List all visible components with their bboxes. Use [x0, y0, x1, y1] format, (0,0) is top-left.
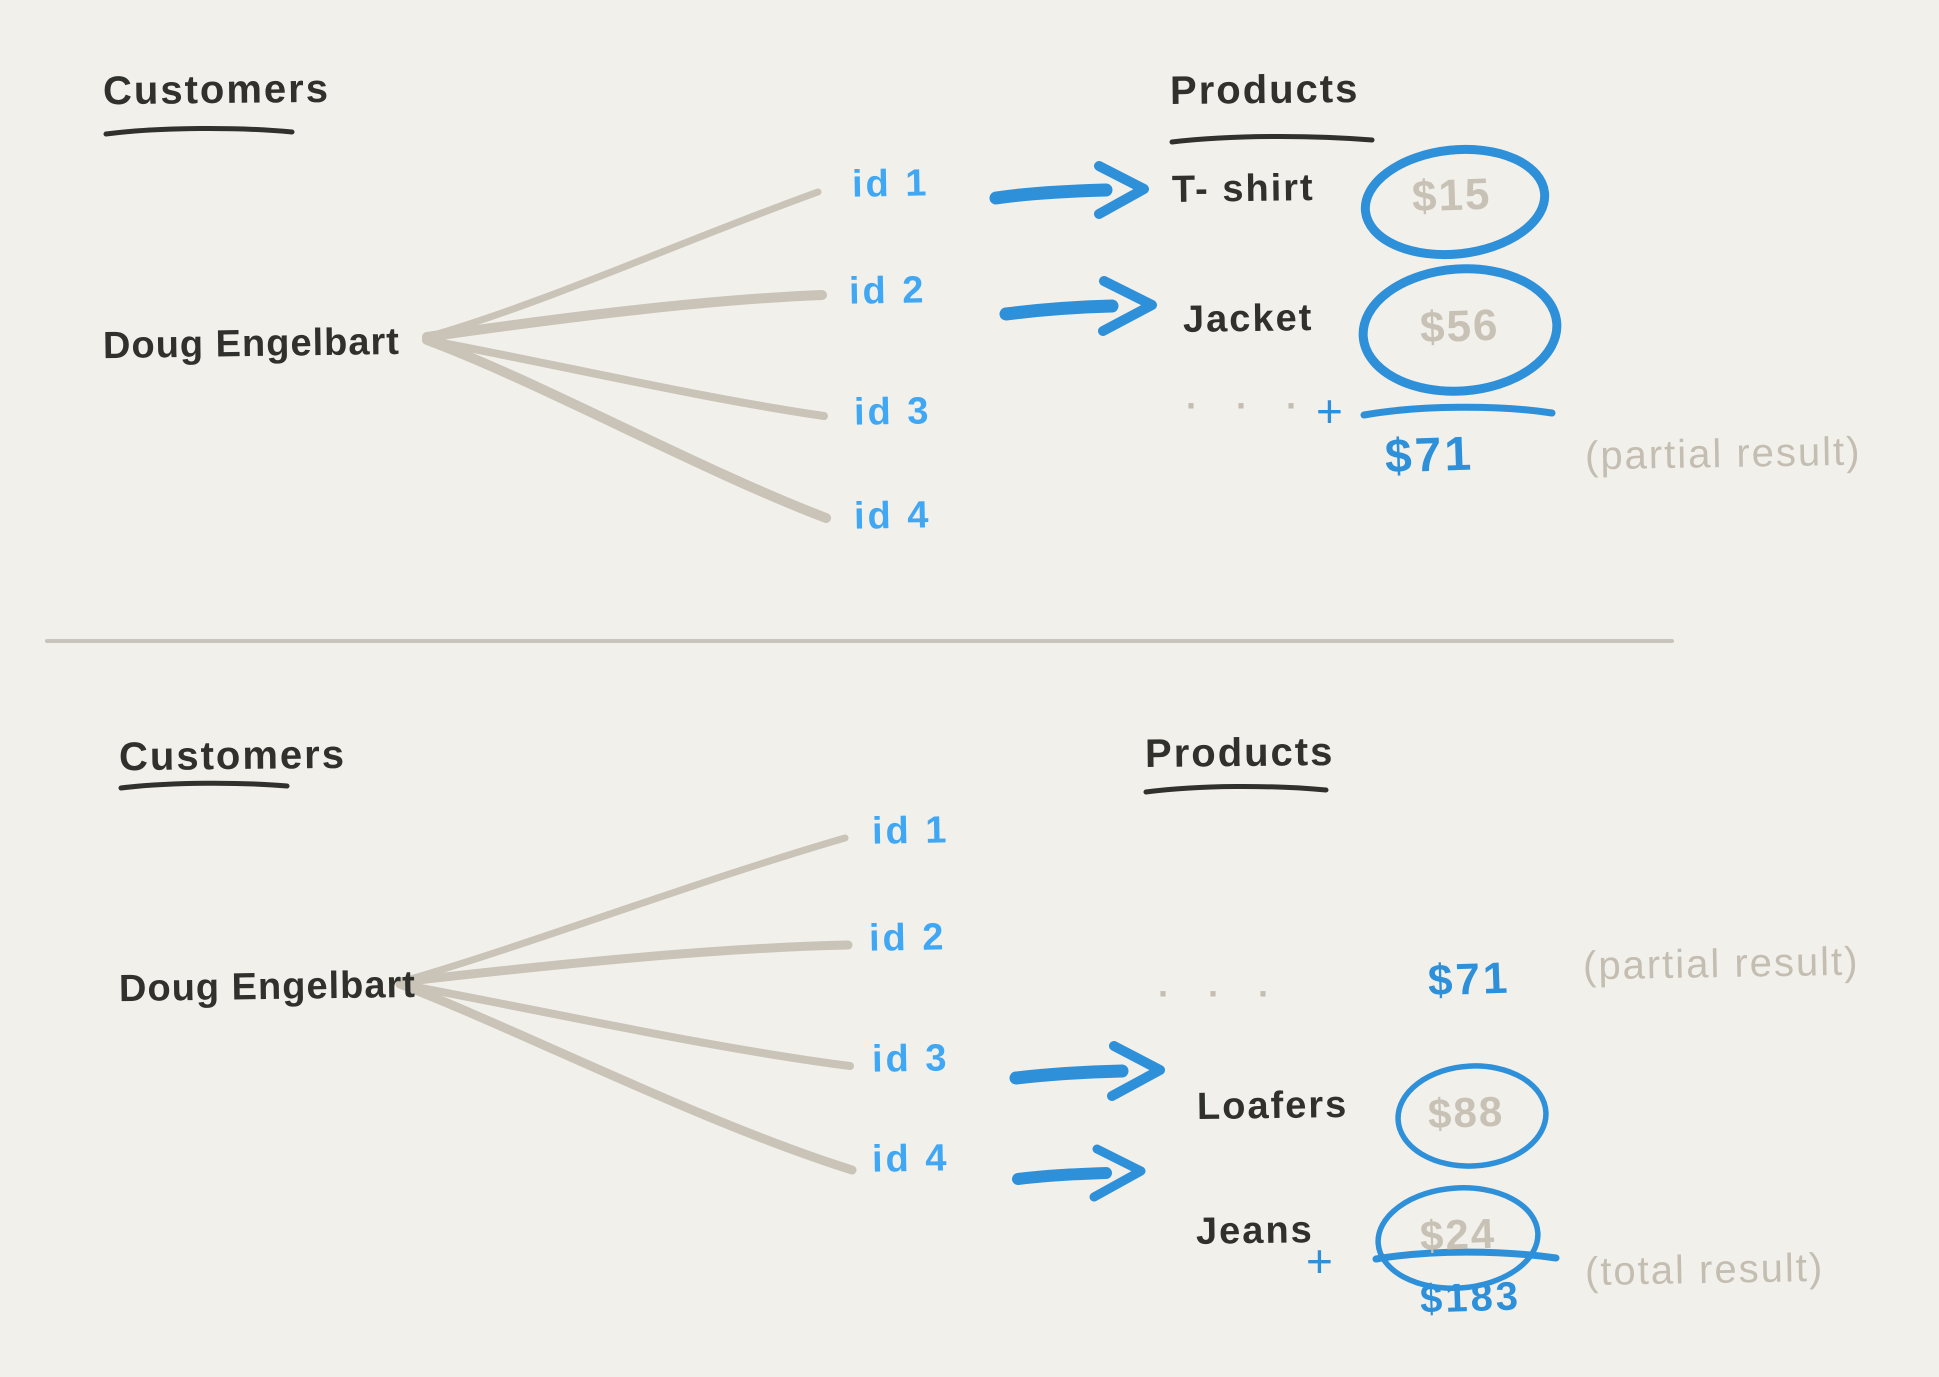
id2-label-bottom: id 2 [868, 916, 947, 960]
product-loafers-label: Loafers [1196, 1083, 1349, 1129]
total-sum: $183 [1419, 1274, 1522, 1322]
carryover-sum: $71 [1427, 953, 1512, 1006]
price-tshirt-value: $15 [1411, 169, 1493, 222]
arrow-id4-jeans [1012, 1144, 1146, 1202]
fan-curve-top-id2 [422, 290, 827, 342]
product-tshirt-label: T- shirt [1171, 167, 1315, 211]
total-result-note: (total result) [1584, 1245, 1825, 1295]
price-jacket-value: $56 [1419, 300, 1501, 353]
plus-sign-top: + [1316, 385, 1343, 437]
products-heading-top: Products [1169, 67, 1360, 113]
products-heading-bottom: Products [1144, 730, 1335, 776]
product-jeans-label: Jeans [1195, 1209, 1315, 1253]
customer-name-top: Doug Engelbart [102, 320, 401, 368]
products-underline-bottom [1143, 783, 1329, 795]
id4-label-bottom: id 4 [871, 1137, 950, 1181]
arrow-id2-jacket [999, 276, 1157, 336]
ellipsis-top: · · · [1186, 385, 1312, 426]
arrow-id3-loafers [1009, 1041, 1165, 1101]
partial-result-note-top: (partial result) [1584, 429, 1862, 479]
customers-heading-top: Customers [102, 66, 331, 114]
id2-label-top: id 2 [848, 269, 927, 313]
ellipsis-bottom: · · · [1158, 973, 1284, 1014]
customers-underline-bottom [118, 780, 290, 791]
id1-label-bottom: id 1 [871, 809, 950, 853]
fan-curve-bottom-id3 [396, 980, 854, 1070]
customers-underline-top [103, 125, 295, 137]
customers-heading-bottom: Customers [118, 732, 347, 780]
customer-name-bottom: Doug Engelbart [118, 963, 417, 1011]
fan-curve-bottom-id4 [395, 979, 857, 1175]
price-circle-88 [1395, 1063, 1549, 1169]
price-jeans-value: $24 [1419, 1209, 1497, 1260]
id4-label-top: id 4 [853, 494, 932, 538]
price-circle-56 [1358, 264, 1562, 396]
id3-label-top: id 3 [853, 390, 932, 434]
partial-result-note-bottom: (partial result) [1582, 939, 1860, 989]
id1-label-top: id 1 [851, 162, 930, 206]
fan-curve-bottom-id1 [396, 834, 849, 986]
price-loafers-value: $88 [1427, 1087, 1505, 1138]
fan-curve-bottom-id2 [395, 940, 853, 987]
fan-curve-top-id4 [422, 335, 831, 523]
plus-sign-bottom: + [1306, 1235, 1333, 1287]
price-circle-24 [1375, 1185, 1541, 1291]
partial-sum-top: $71 [1384, 427, 1475, 484]
fan-curve-top-id3 [423, 336, 828, 420]
sum-line-top [1360, 403, 1556, 419]
fan-curve-top-id1 [423, 188, 822, 341]
price-circle-15 [1360, 144, 1550, 260]
arrow-id1-tshirt [989, 161, 1149, 219]
product-jacket-label: Jacket [1182, 297, 1314, 341]
id3-label-bottom: id 3 [871, 1037, 950, 1081]
sum-line-bottom [1372, 1248, 1560, 1263]
products-underline-top [1169, 133, 1375, 145]
